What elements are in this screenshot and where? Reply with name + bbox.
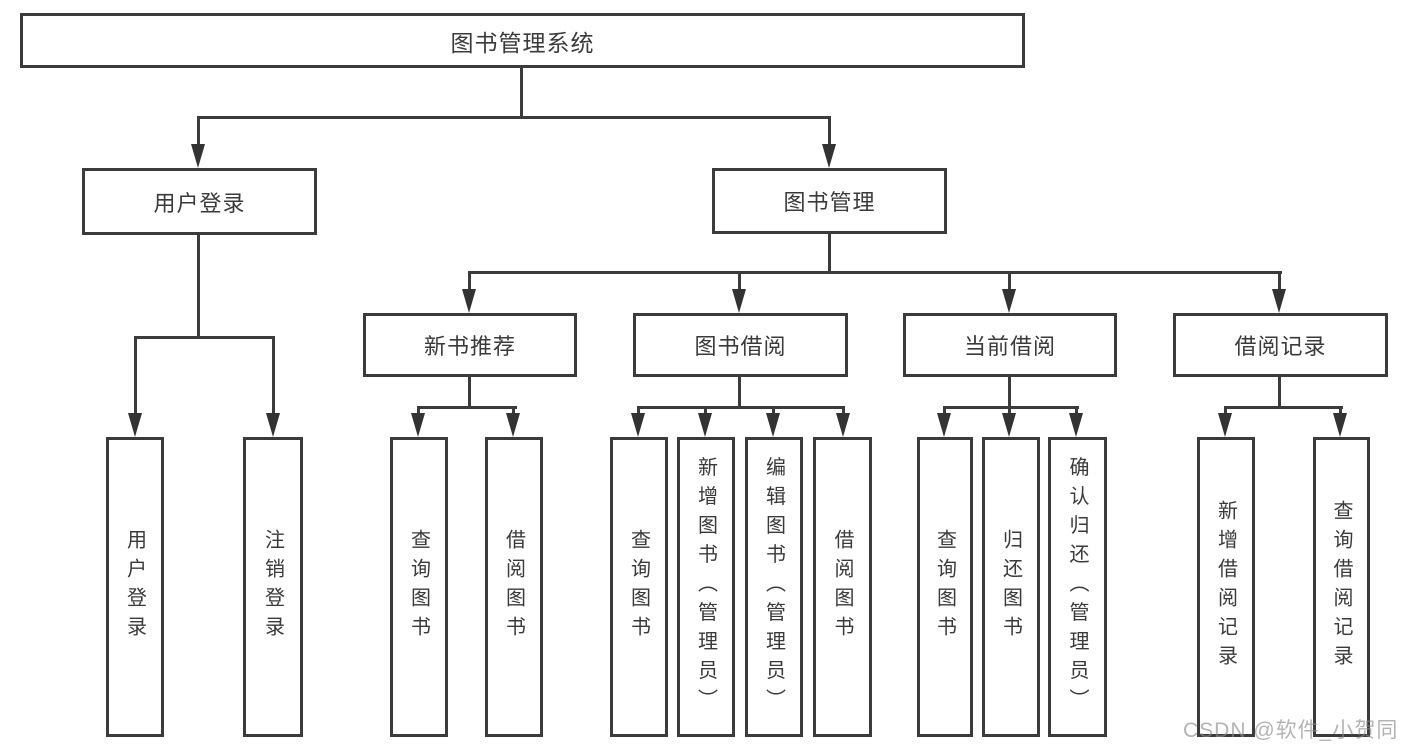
arrowhead-query-books-3 bbox=[937, 413, 951, 437]
connector-drop-leaf-user-login bbox=[134, 336, 137, 416]
connector-root-stem bbox=[520, 68, 523, 118]
connector-drop-query-books-1 bbox=[417, 406, 420, 418]
leaf-borrow-books-recommend: 借阅图书 bbox=[485, 437, 543, 737]
connector-drop-add-book bbox=[704, 406, 707, 418]
connector-drop-new-book bbox=[468, 271, 471, 293]
leaf-label: 注销登录 bbox=[261, 529, 284, 645]
connector-drop-leaf-logout bbox=[272, 336, 275, 416]
connector-book-borrow-rail bbox=[637, 406, 845, 409]
leaf-add-book-admin: 新增图书（管理员） bbox=[677, 437, 735, 737]
leaf-label: 查询图书 bbox=[627, 529, 650, 645]
leaf-label: 查询图书 bbox=[407, 529, 430, 645]
connector-drop-query-books-3 bbox=[943, 406, 946, 418]
arrowhead-current-borrow bbox=[1002, 289, 1016, 313]
connector-drop-borrow-books-1 bbox=[512, 406, 515, 418]
arrowhead-borrow-books-2 bbox=[836, 413, 850, 437]
connector-user-login-stem bbox=[197, 235, 200, 339]
leaf-label: 借阅图书 bbox=[831, 529, 853, 645]
leaf-label: 新增借阅记录 bbox=[1214, 500, 1237, 674]
leaf-logout: 注销登录 bbox=[243, 437, 303, 737]
node-new-book-recommend: 新书推荐 bbox=[363, 313, 577, 377]
leaf-label: 借阅图书 bbox=[502, 529, 525, 645]
connector-new-book-stem bbox=[468, 377, 471, 409]
connector-drop-current-borrow bbox=[1008, 271, 1011, 293]
connector-drop-query-books-2 bbox=[637, 406, 640, 418]
connector-level3-rail bbox=[468, 271, 1282, 274]
node-borrow-records: 借阅记录 bbox=[1173, 313, 1388, 377]
arrowhead-user-login bbox=[191, 144, 205, 168]
leaf-label: 编辑图书（管理员） bbox=[762, 456, 785, 718]
arrowhead-add-record bbox=[1218, 413, 1232, 437]
leaf-label: 查询借阅记录 bbox=[1330, 500, 1352, 674]
watermark: CSDN @软件_小贺同学 bbox=[1183, 719, 1399, 742]
connector-drop-edit-book bbox=[772, 406, 775, 418]
arrowhead-borrow-books-1 bbox=[506, 413, 520, 437]
arrowhead-return-book bbox=[1002, 413, 1016, 437]
leaf-add-borrow-record: 新增借阅记录 bbox=[1197, 437, 1255, 737]
arrowhead-borrow-records bbox=[1272, 289, 1286, 313]
arrowhead-confirm-return bbox=[1069, 413, 1083, 437]
leaf-query-books-borrow: 查询图书 bbox=[610, 437, 668, 737]
connector-borrow-records-rail bbox=[1224, 406, 1343, 409]
connector-drop-query-record bbox=[1339, 406, 1342, 418]
connector-drop-confirm-return bbox=[1075, 406, 1078, 418]
arrowhead-add-book bbox=[698, 413, 712, 437]
node-book-borrow: 图书借阅 bbox=[633, 313, 848, 377]
leaf-query-books-recommend: 查询图书 bbox=[390, 437, 448, 737]
arrowhead-query-record bbox=[1333, 413, 1347, 437]
connector-drop-borrow-records bbox=[1278, 271, 1281, 293]
connector-drop-add-record bbox=[1224, 406, 1227, 418]
connector-drop-user-login bbox=[197, 116, 200, 148]
arrowhead-query-books-2 bbox=[631, 413, 645, 437]
connector-current-borrow-rail bbox=[943, 406, 1079, 409]
arrowhead-leaf-user-login bbox=[128, 413, 142, 437]
leaf-borrow-books: 借阅图书 bbox=[813, 437, 872, 737]
connector-level2-rail bbox=[197, 116, 831, 119]
arrowhead-leaf-logout bbox=[266, 413, 280, 437]
leaf-label: 归还图书 bbox=[999, 529, 1022, 645]
connector-new-book-rail bbox=[417, 406, 517, 409]
leaf-user-login: 用户登录 bbox=[106, 437, 164, 737]
node-user-login: 用户登录 bbox=[82, 168, 317, 235]
leaf-label: 确认归还（管理员） bbox=[1066, 456, 1088, 718]
connector-drop-return-book bbox=[1008, 406, 1011, 418]
leaf-query-borrow-record: 查询借阅记录 bbox=[1313, 437, 1370, 737]
leaf-label: 新增图书（管理员） bbox=[694, 456, 717, 718]
leaf-edit-book-admin: 编辑图书（管理员） bbox=[745, 437, 803, 737]
arrowhead-edit-book bbox=[766, 413, 780, 437]
node-current-borrow: 当前借阅 bbox=[903, 313, 1117, 377]
leaf-label: 用户登录 bbox=[123, 529, 146, 645]
connector-drop-book-management bbox=[828, 116, 831, 148]
arrowhead-new-book bbox=[462, 289, 476, 313]
node-library-management-system: 图书管理系统 bbox=[20, 13, 1025, 68]
connector-borrow-records-stem bbox=[1278, 377, 1281, 409]
leaf-label: 查询图书 bbox=[933, 529, 956, 645]
leaf-query-books-current: 查询图书 bbox=[917, 437, 973, 737]
connector-current-borrow-stem bbox=[1008, 377, 1011, 409]
connector-drop-book-borrow bbox=[738, 271, 741, 293]
connector-book-management-stem bbox=[828, 234, 831, 274]
arrowhead-book-borrow bbox=[732, 289, 746, 313]
connector-user-login-rail bbox=[134, 336, 275, 339]
node-book-management: 图书管理 bbox=[712, 168, 947, 234]
leaf-confirm-return-admin: 确认归还（管理员） bbox=[1048, 437, 1107, 737]
leaf-return-book: 归还图书 bbox=[982, 437, 1040, 737]
connector-book-borrow-stem bbox=[738, 377, 741, 409]
arrowhead-book-management bbox=[822, 144, 836, 168]
arrowhead-query-books-1 bbox=[411, 413, 425, 437]
connector-drop-borrow-books-2 bbox=[842, 406, 845, 418]
